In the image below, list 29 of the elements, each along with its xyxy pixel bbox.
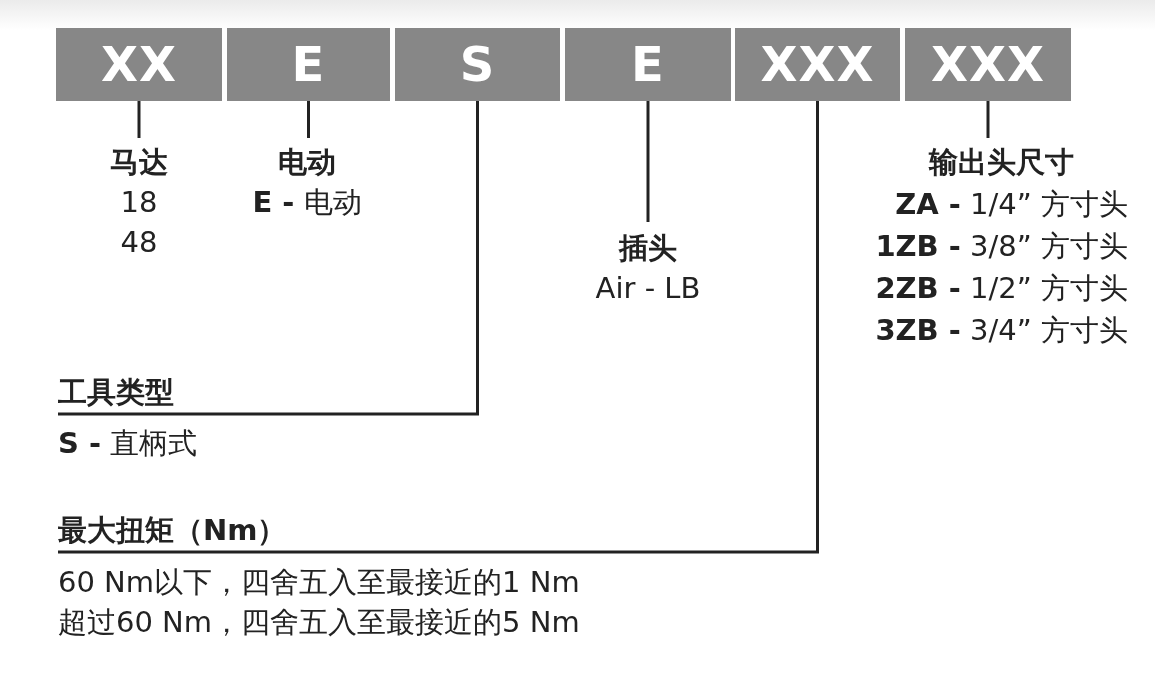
code-segment: E <box>565 28 731 101</box>
field-title: 最大扭矩（Nm） <box>58 513 287 547</box>
connector-line <box>646 101 650 222</box>
option-text: S - 直柄式 <box>58 426 198 460</box>
connector-line <box>137 101 141 138</box>
option-text: 1ZB - 3/8” 方寸头 <box>875 229 1128 263</box>
option-text: 2ZB - 1/2” 方寸头 <box>875 271 1128 305</box>
option-text: 18 <box>120 185 158 219</box>
code-segment: S <box>395 28 560 101</box>
option-text: Air - LB <box>595 271 701 305</box>
connector-line <box>307 101 310 138</box>
code-segment: XXX <box>735 28 900 101</box>
connector-line <box>986 101 990 138</box>
option-text: 48 <box>120 225 158 259</box>
code-segment: E <box>227 28 390 101</box>
connector-line <box>58 101 819 554</box>
field-title: 马达 <box>110 145 168 179</box>
field-title: 工具类型 <box>58 375 174 409</box>
field-title: 电动 <box>278 145 336 179</box>
field-title: 输出头尺寸 <box>929 145 1075 179</box>
option-text: ZA - 1/4” 方寸头 <box>895 187 1128 221</box>
option-text: 60 Nm以下，四舍五入至最接近的1 Nm <box>58 565 580 599</box>
code-segment: XX <box>56 28 222 101</box>
code-segment: XXX <box>905 28 1071 101</box>
field-title: 插头 <box>619 231 677 265</box>
connector-line <box>58 101 479 416</box>
option-text: E - 电动 <box>252 185 362 219</box>
option-text: 超过60 Nm，四舍五入至最接近的5 Nm <box>58 605 580 639</box>
option-text: 3ZB - 3/4” 方寸头 <box>875 313 1128 347</box>
